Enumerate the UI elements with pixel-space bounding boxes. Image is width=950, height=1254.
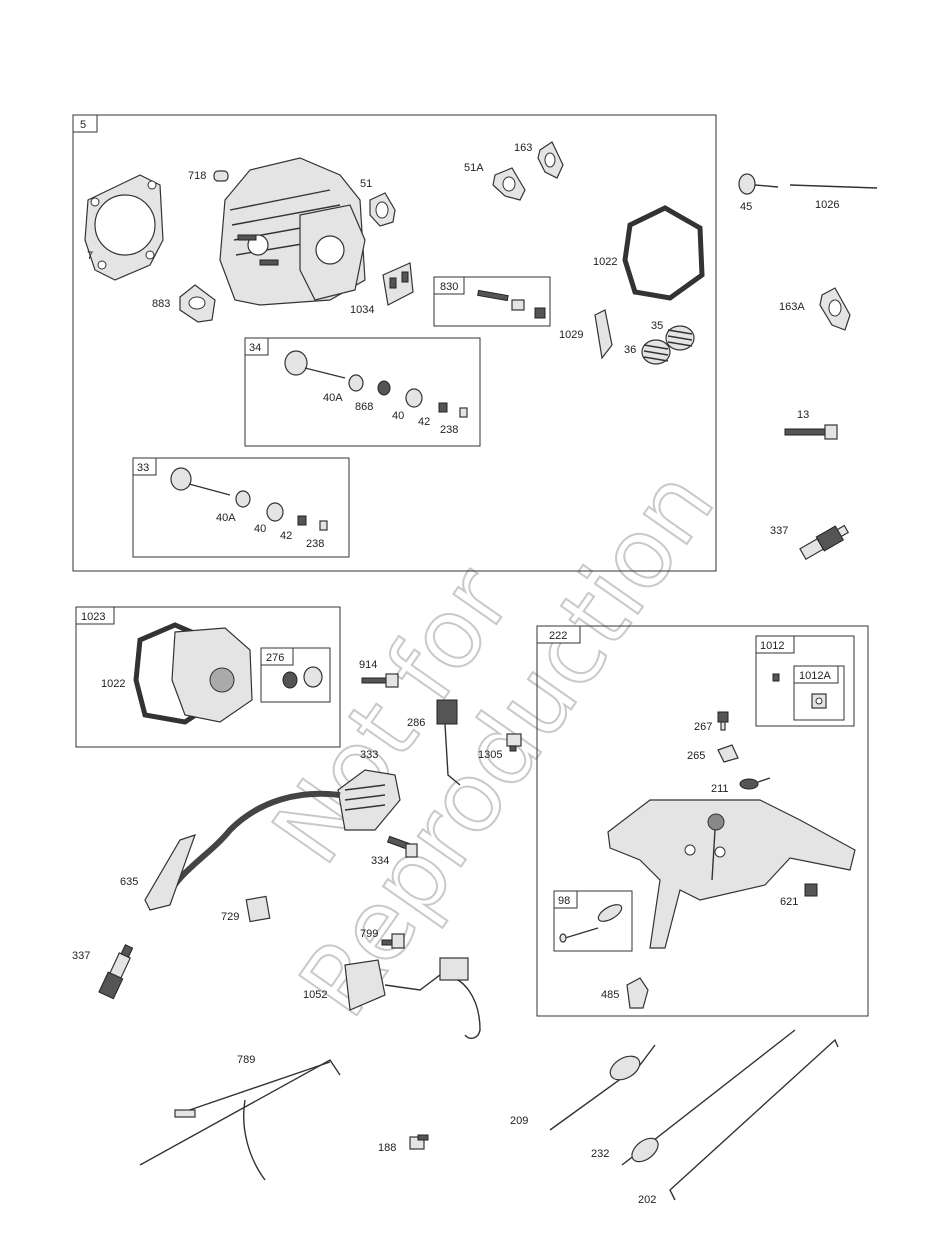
group-98-tab-label: 98 xyxy=(558,895,570,907)
spring-211 xyxy=(740,778,770,789)
label-635: 635 xyxy=(120,876,138,888)
label-35: 35 xyxy=(651,320,663,332)
rocker-arm xyxy=(595,310,612,358)
label-51: 51 xyxy=(360,178,372,190)
control-bracket xyxy=(608,800,855,948)
plate-1034 xyxy=(383,263,413,305)
label-238-34: 238 xyxy=(440,424,458,436)
gasket-163 xyxy=(538,142,563,178)
clip-265 xyxy=(718,745,738,762)
cylinder-head xyxy=(220,158,365,305)
label-883: 883 xyxy=(152,298,170,310)
spring-209 xyxy=(550,1045,655,1130)
label-337-bottom: 337 xyxy=(72,950,90,962)
label-40-33: 40 xyxy=(254,523,266,535)
gasket-883 xyxy=(180,285,215,322)
clip-621 xyxy=(805,884,817,896)
label-1305: 1305 xyxy=(478,749,502,761)
label-333: 333 xyxy=(360,749,378,761)
label-40-34: 40 xyxy=(392,410,404,422)
label-1034: 1034 xyxy=(350,304,374,316)
label-211: 211 xyxy=(711,783,729,795)
label-914: 914 xyxy=(359,659,377,671)
label-789: 789 xyxy=(237,1054,255,1066)
label-718: 718 xyxy=(188,170,206,182)
label-40A-34: 40A xyxy=(323,392,343,404)
group-1023: 1023 xyxy=(76,607,340,747)
label-45: 45 xyxy=(740,201,752,213)
label-209: 209 xyxy=(510,1115,528,1127)
head-gasket xyxy=(85,175,163,280)
label-51A: 51A xyxy=(464,162,484,174)
clip-729 xyxy=(246,896,270,921)
label-334: 334 xyxy=(371,855,389,867)
spark-plug-top xyxy=(799,522,850,561)
group-276-tab-label: 276 xyxy=(266,652,284,664)
label-621: 621 xyxy=(780,896,798,908)
screw-188 xyxy=(410,1135,428,1149)
label-36: 36 xyxy=(624,344,636,356)
label-42-33: 42 xyxy=(280,530,292,542)
label-1022-top: 1022 xyxy=(593,256,617,268)
label-799: 799 xyxy=(360,928,378,940)
group-33-tab-label: 33 xyxy=(137,462,149,474)
label-267: 267 xyxy=(694,721,712,733)
gasket-163A xyxy=(820,288,850,330)
group-830: 830 xyxy=(434,277,550,326)
label-1029: 1029 xyxy=(559,329,583,341)
group-1023-tab-label: 1023 xyxy=(81,611,105,623)
label-1052: 1052 xyxy=(303,989,327,1001)
group-1012A: 1012A xyxy=(794,666,844,720)
label-42-34: 42 xyxy=(418,416,430,428)
group-34-tab-label: 34 xyxy=(249,342,261,354)
gasket-51A xyxy=(493,168,525,200)
group-5-tab-label: 5 xyxy=(80,119,86,131)
label-202: 202 xyxy=(638,1194,656,1206)
label-485: 485 xyxy=(601,989,619,1001)
push-rod-parts xyxy=(739,174,877,194)
harness-789 xyxy=(140,1060,340,1180)
label-265: 265 xyxy=(687,750,705,762)
group-98: 98 xyxy=(554,891,632,951)
label-1026: 1026 xyxy=(815,199,839,211)
label-232: 232 xyxy=(591,1148,609,1160)
rod-202 xyxy=(670,1040,838,1200)
label-7: 7 xyxy=(87,250,93,262)
group-830-tab-label: 830 xyxy=(440,281,458,293)
label-163A: 163A xyxy=(779,301,805,313)
group-1012-tab-label: 1012 xyxy=(760,640,784,652)
group-276: 276 xyxy=(261,648,330,702)
valve-springs xyxy=(642,326,694,364)
label-286: 286 xyxy=(407,717,425,729)
dowel-pin xyxy=(214,171,228,181)
valve-cover-gasket xyxy=(625,208,702,298)
screw-267 xyxy=(718,712,728,730)
label-729: 729 xyxy=(221,911,239,923)
label-337-top: 337 xyxy=(770,525,788,537)
label-868: 868 xyxy=(355,401,373,413)
label-40A-33: 40A xyxy=(216,512,236,524)
label-163: 163 xyxy=(514,142,532,154)
label-238-33: 238 xyxy=(306,538,324,550)
nut-485 xyxy=(627,978,648,1008)
gasket-51 xyxy=(370,193,395,226)
group-1012A-tab-label: 1012A xyxy=(799,670,831,682)
spark-plug-bottom xyxy=(99,943,136,999)
label-13: 13 xyxy=(797,409,809,421)
group-222-tab-label: 222 xyxy=(549,630,567,642)
label-188: 188 xyxy=(378,1142,396,1154)
spring-232 xyxy=(622,1030,795,1166)
bolt-13 xyxy=(785,425,837,439)
label-1022-cover: 1022 xyxy=(101,678,125,690)
